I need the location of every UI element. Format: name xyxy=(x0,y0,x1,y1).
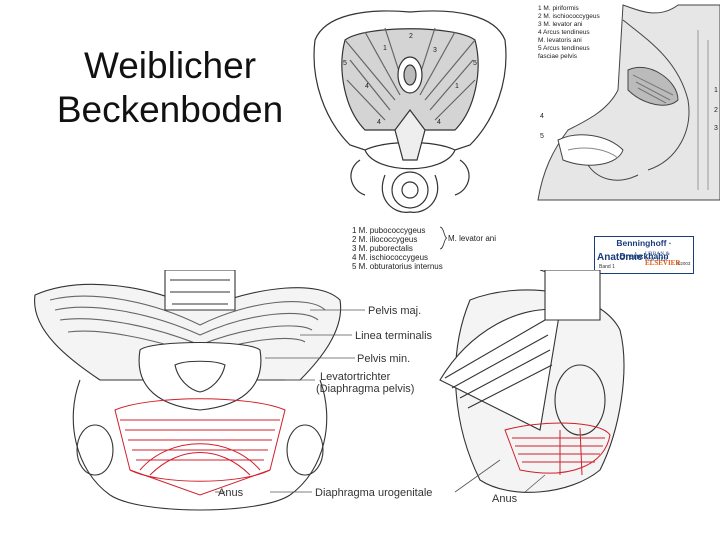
benninghoff-logo: Benninghoff · Drenckhahn Anatomie Band 1… xyxy=(594,236,694,274)
fig2-legend-4: 4 Arcus tendineus xyxy=(538,29,590,36)
label-diaphragma-urogenitale: Diaphragma urogenitale xyxy=(315,487,432,499)
fig2-legend-5: 5 Arcus tendineus xyxy=(538,45,590,52)
slide-title: Weiblicher Beckenboden xyxy=(40,44,300,132)
pelvis-levatortrichter-figure: Pelvis maj. Linea terminalis Pelvis min.… xyxy=(34,270,625,511)
fig1-number-3: 3 xyxy=(433,47,437,54)
pelvic-floor-top-view-figure: 1 2 3 4 5 5 1 4 4 xyxy=(313,10,507,213)
fig2-number-4: 4 xyxy=(540,113,544,120)
logo-band: Band 1 xyxy=(599,264,615,270)
sagittal-section-figure: 1 M. piriformis 2 M. ischiococcygeus 3 M… xyxy=(537,4,720,201)
fig1-number-2: 2 xyxy=(409,33,413,40)
fig1-number-5a: 5 xyxy=(343,60,347,67)
fig2-legend-4b: M. levatoris ani xyxy=(538,37,582,44)
fig1-number-4b: 4 xyxy=(377,119,381,126)
legend-item-3: 3 M. puborectalis xyxy=(352,244,413,253)
fig1-number-1b: 1 xyxy=(455,83,459,90)
legend-item-2: 2 M. iliococcygeus xyxy=(352,235,417,244)
fig2-legend-3: 3 M. levator ani xyxy=(538,21,582,28)
title-line-2: Beckenboden xyxy=(56,89,284,130)
title-line-1: Weiblicher xyxy=(83,45,257,86)
legend-brace xyxy=(439,226,448,250)
label-linea-terminalis: Linea terminalis xyxy=(355,330,433,342)
label-leader-lines xyxy=(215,309,546,493)
label-anus-left: Anus xyxy=(218,487,244,499)
label-levatortrichter: Levatortrichter xyxy=(320,371,391,383)
fig1-number-5b: 5 xyxy=(473,60,477,67)
legend-brace-label: M. levator ani xyxy=(448,234,496,243)
fig2-number-1: 1 xyxy=(714,87,718,94)
fig2-legend-1: 1 M. piriformis xyxy=(538,5,580,12)
logo-year: ©2003 xyxy=(677,261,691,266)
logo-anatomie: Anatomie xyxy=(597,252,643,263)
fig1-number-4c: 4 xyxy=(437,119,441,126)
levator-ani-lateral-red xyxy=(504,422,611,476)
fig2-number-2: 2 xyxy=(714,107,718,114)
fig2-number-5: 5 xyxy=(540,133,544,140)
pelvis-lateral-view xyxy=(439,270,625,493)
label-pelvis-min: Pelvis min. xyxy=(357,353,410,365)
label-diaphragma-pelvis: (Diaphragma pelvis) xyxy=(316,383,414,395)
legend-item-4: 4 M. ischiococcygeus xyxy=(352,253,428,262)
fig2-legend-2: 2 M. ischiococcygeus xyxy=(538,13,601,20)
legend-item-1: 1 M. pubococcygeus xyxy=(352,226,425,235)
levator-ani-front-red xyxy=(114,398,286,496)
label-anus-right: Anus xyxy=(492,493,518,505)
label-pelvis-maj: Pelvis maj. xyxy=(368,305,421,317)
fig1-number-1: 1 xyxy=(383,45,387,52)
fig2-legend-5b: fasciae pelvis xyxy=(538,53,578,60)
pelvis-front-view xyxy=(34,270,342,511)
logo-elsevier: ELSEVIER xyxy=(645,259,681,267)
logo-publisher: URBAN & FISCHER xyxy=(645,251,670,263)
fig2-number-3: 3 xyxy=(714,125,718,132)
muscle-legend: 1 M. pubococcygeus 2 M. iliococcygeus 3 … xyxy=(352,226,496,271)
fig1-number-4: 4 xyxy=(365,83,369,90)
logo-header: Benninghoff · Drenckhahn xyxy=(595,237,693,261)
legend-item-5: 5 M. obturatorius internus xyxy=(352,262,443,271)
